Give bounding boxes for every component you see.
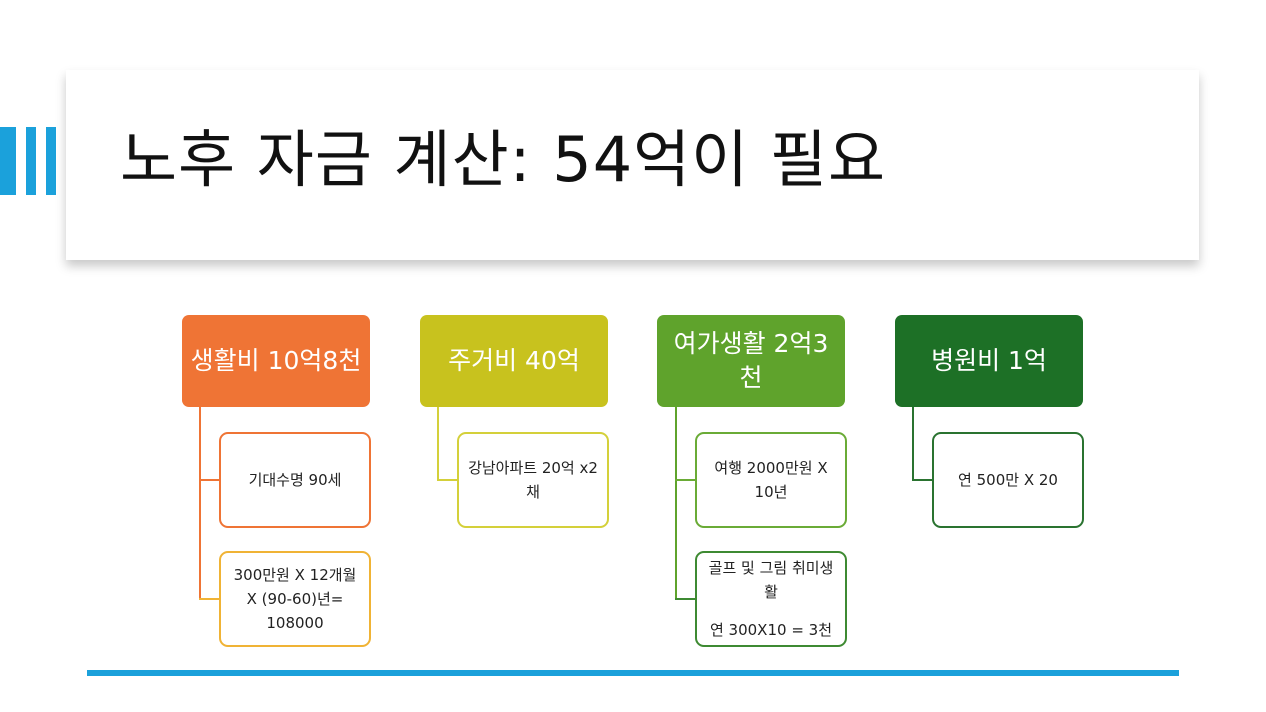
connector-vertical bbox=[437, 407, 439, 480]
detail-text: 연 300X10 = 3천 bbox=[709, 621, 832, 639]
connector-horizontal bbox=[675, 598, 695, 600]
category-label: 주거비 40억 bbox=[448, 346, 580, 375]
category-housing-cost: 주거비 40억 bbox=[420, 315, 608, 407]
connector-horizontal bbox=[199, 479, 219, 481]
detail-box: 강남아파트 20억 x2채 bbox=[457, 432, 609, 528]
detail-text: 기대수명 90세 bbox=[248, 471, 342, 489]
connector-horizontal bbox=[199, 598, 219, 600]
accent-bar-2 bbox=[26, 127, 36, 195]
category-label: 병원비 1억 bbox=[931, 346, 1047, 375]
detail-text: 300만원 X 12개월 bbox=[233, 566, 357, 584]
detail-box: 기대수명 90세 bbox=[219, 432, 371, 528]
connector-vertical bbox=[912, 407, 914, 480]
detail-box: 여행 2000만원 X 10년 bbox=[695, 432, 847, 528]
connector-vertical bbox=[675, 407, 677, 599]
category-medical-cost: 병원비 1억 bbox=[895, 315, 1083, 407]
accent-bar-3 bbox=[46, 127, 56, 195]
category-label: 여가생활 2억3천 bbox=[673, 329, 829, 392]
detail-text: 골프 및 그림 취미생활 bbox=[708, 559, 834, 601]
connector-vertical bbox=[199, 407, 201, 599]
slide-title: 노후 자금 계산: 54억이 필요 bbox=[120, 123, 887, 196]
category-label: 생활비 10억8천 bbox=[190, 346, 362, 375]
title-card: 노후 자금 계산: 54억이 필요 bbox=[66, 70, 1199, 260]
detail-text: 108000 bbox=[266, 614, 324, 632]
connector-horizontal bbox=[675, 479, 695, 481]
detail-text: 연 500만 X 20 bbox=[958, 471, 1058, 489]
connector-horizontal bbox=[437, 479, 457, 481]
detail-text: X (90-60)년= bbox=[246, 590, 344, 608]
category-living-cost: 생활비 10억8천 bbox=[182, 315, 370, 407]
accent-bar-1 bbox=[0, 127, 16, 195]
detail-box: 골프 및 그림 취미생활 연 300X10 = 3천 bbox=[695, 551, 847, 647]
connector-horizontal bbox=[912, 479, 932, 481]
detail-text: 여행 2000만원 X 10년 bbox=[714, 459, 828, 501]
category-leisure-cost: 여가생활 2억3천 bbox=[657, 315, 845, 407]
detail-text: 강남아파트 20억 x2채 bbox=[468, 459, 598, 501]
detail-box: 300만원 X 12개월 X (90-60)년= 108000 bbox=[219, 551, 371, 647]
bottom-rule bbox=[87, 670, 1179, 676]
detail-box: 연 500만 X 20 bbox=[932, 432, 1084, 528]
